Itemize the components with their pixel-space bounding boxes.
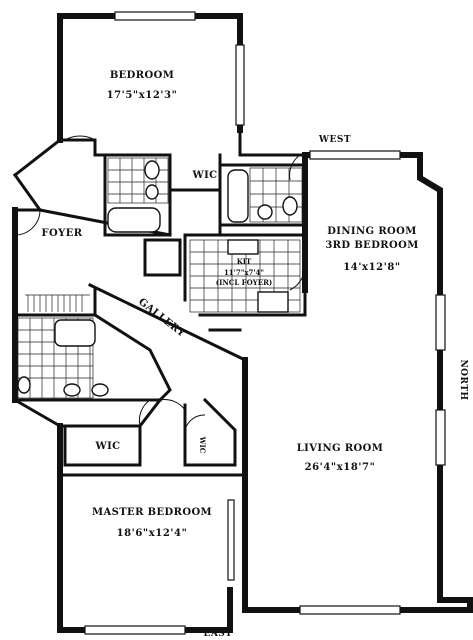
- master-bedroom-label: MASTER BEDROOM: [92, 507, 212, 518]
- sink-3b-icon: [91, 383, 109, 397]
- gallery-label: GALLERY: [136, 296, 187, 339]
- windows: [84, 11, 446, 635]
- foyer-label: FOYER: [42, 228, 83, 239]
- compass-labels: WEST NORTH EAST: [203, 135, 468, 639]
- door-swings: [14, 135, 306, 431]
- bedroom-dimensions: 17'5"x12'3": [107, 90, 178, 101]
- wic-left-label: WIC: [94, 441, 120, 452]
- sink-2-icon: [257, 204, 273, 220]
- third-bedroom-label: 3RD BEDROOM: [325, 240, 418, 251]
- closet-shelf-lines: [25, 294, 90, 312]
- bedroom-label: BEDROOM: [110, 70, 174, 81]
- bathtub-1-icon: [107, 207, 161, 233]
- room-labels: BEDROOM 17'5"x12'3" WIC FOYER DINING ROO…: [42, 70, 419, 539]
- bath-tiles-1: [107, 157, 169, 204]
- toilet-1-icon: [144, 160, 160, 180]
- sink-3a-icon: [63, 383, 81, 397]
- dining-room-dimensions: 14'x12'8": [343, 262, 401, 273]
- compass-west: WEST: [318, 135, 351, 145]
- toilet-3-icon: [17, 376, 31, 394]
- wic-top-label: WIC: [191, 170, 217, 181]
- dining-room-label: DINING ROOM: [327, 226, 417, 237]
- kitchen-label: KIT: [237, 257, 252, 266]
- bathtub-2-icon: [227, 169, 249, 223]
- partitions: [13, 153, 307, 477]
- living-room-label: LIVING ROOM: [297, 443, 384, 454]
- compass-east: EAST: [203, 629, 232, 639]
- living-room-dimensions: 26'4"x18'7": [305, 462, 376, 473]
- fixtures: [17, 157, 303, 399]
- toilet-2-icon: [282, 196, 298, 216]
- kitchen-dimensions: 11'7"x7'4": [224, 268, 264, 277]
- bathtub-3-icon: [54, 319, 96, 347]
- stove-icon: [257, 291, 289, 313]
- compass-north: NORTH: [458, 359, 468, 400]
- kitchen-sink-icon: [227, 239, 259, 255]
- kitchen-note: (INCL FOYER): [216, 278, 272, 287]
- sink-1-icon: [145, 184, 159, 200]
- wic-small-label: WIC: [198, 436, 207, 454]
- master-bedroom-dimensions: 18'6"x12'4": [117, 528, 188, 539]
